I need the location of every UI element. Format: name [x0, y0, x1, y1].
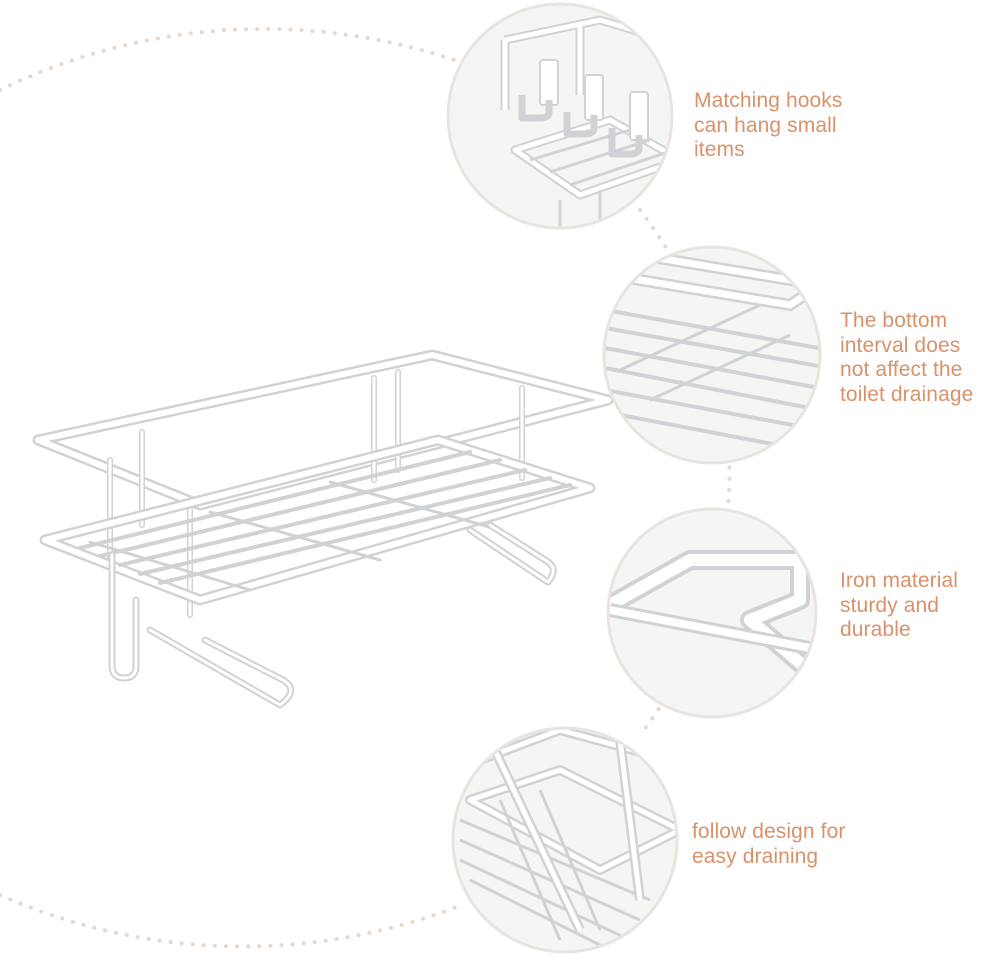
feature-line: interval does	[840, 333, 961, 357]
feature-line: not affect the	[840, 358, 963, 381]
iron-frame-corner-detail-icon	[608, 550, 816, 688]
feature-line: follow design for	[692, 820, 846, 843]
feature-text-bottom-interval: The bottom interval does not affect the …	[840, 309, 973, 407]
feature-line: Matching hooks	[694, 89, 843, 112]
draining-design-detail-circle	[451, 726, 679, 954]
hooks-detail-icon	[500, 15, 672, 228]
wire-shelf-basket-illustration	[32, 349, 614, 709]
feature-line: items	[694, 138, 745, 161]
feature-text-iron-material: Iron material sturdy and durable	[840, 569, 958, 643]
feature-line: easy draining	[692, 844, 819, 868]
feature-line: toilet drainage	[840, 382, 974, 406]
bottom-grid-detail-circle	[602, 245, 822, 465]
feature-line: durable	[840, 618, 911, 641]
feature-text-hooks: Matching hooks can hang small items	[694, 89, 842, 163]
dotted-arc-decoration	[0, 26, 732, 949]
feature-text-draining: follow design for easy draining	[692, 820, 845, 869]
feature-line: can hang small	[694, 113, 837, 137]
feature-line: sturdy and	[840, 593, 940, 617]
iron-frame-corner-detail-circle	[606, 507, 818, 719]
feature-line: The bottom	[840, 309, 948, 332]
feature-line: Iron material	[840, 569, 959, 592]
hooks-detail-circle	[446, 2, 674, 230]
